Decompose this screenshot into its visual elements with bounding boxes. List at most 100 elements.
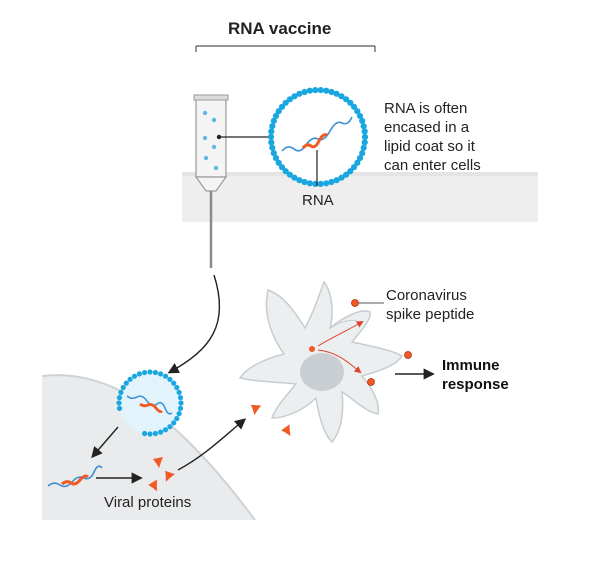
lipid-bead — [354, 159, 361, 166]
lipid-bead — [167, 376, 173, 382]
lipid-bead — [282, 168, 289, 175]
lipid-bead — [123, 380, 129, 386]
lipid-bead — [269, 123, 276, 130]
lipid-bead — [272, 155, 280, 162]
lipid-bead — [338, 174, 345, 181]
lipid-bead — [282, 99, 289, 106]
lipid-bead — [361, 128, 368, 135]
lipid-bead — [275, 159, 282, 166]
lipid-bead — [350, 103, 358, 110]
lipid-bead — [356, 112, 364, 119]
dendritic-cell — [238, 280, 404, 444]
lipid-bead — [343, 171, 350, 178]
lipid-bead — [120, 384, 126, 391]
lipid-bead — [296, 177, 303, 184]
lipid-bead — [116, 400, 122, 406]
immune-response-label: Immune response — [442, 357, 509, 393]
lipid-bead — [359, 150, 366, 157]
lipid-bead — [147, 369, 153, 375]
lipid-bead — [177, 395, 184, 401]
lipid-bead — [306, 87, 313, 94]
lipid-bead — [176, 389, 182, 395]
lipid-bead — [350, 164, 358, 171]
lipid-bead — [278, 103, 286, 110]
lipid-bead — [354, 108, 361, 115]
lipid-bead — [317, 87, 324, 94]
lipid-bead — [177, 405, 184, 411]
lipid-bead — [356, 155, 364, 162]
lipid-bead — [158, 371, 164, 377]
lipid-bead — [278, 164, 286, 171]
lipid-bead — [178, 400, 184, 406]
peptide-path-arrow-2 — [317, 349, 362, 374]
lipid-bead — [171, 380, 177, 386]
lipid-bead — [167, 424, 173, 430]
lipid-bead — [142, 430, 148, 437]
lipid-bead — [312, 87, 319, 94]
release-arrow — [91, 426, 119, 459]
free-proteins-icon — [250, 404, 291, 437]
lipid-bead — [162, 427, 169, 433]
title-bracket — [195, 45, 376, 52]
lipid-bead — [131, 373, 138, 379]
lipid-bead — [118, 389, 124, 395]
lipid-bead — [268, 128, 275, 135]
lipid-bead — [275, 108, 282, 115]
lipid-bead — [333, 177, 340, 184]
lipid-bead — [301, 178, 308, 186]
lipid-bead — [267, 133, 275, 141]
lipid-bead — [317, 180, 324, 187]
lipid-bead — [328, 178, 335, 186]
lipid-bead — [127, 376, 133, 382]
syringe-icon — [193, 94, 268, 268]
lipid-bead — [347, 99, 354, 106]
lipid-bead — [272, 112, 280, 119]
lipid-bead — [323, 180, 330, 187]
lipid-bead — [174, 384, 180, 391]
lipid-bead — [270, 117, 277, 124]
lipid-bead — [162, 373, 169, 379]
spike-peptide-markers — [351, 299, 412, 386]
lipid-bead — [343, 96, 350, 103]
lipid-bead — [116, 395, 123, 401]
lipid-bead — [323, 87, 330, 94]
lipid-bead — [361, 139, 368, 146]
lipid-bead — [291, 174, 298, 181]
spike-peptide-label: Coronavirus spike peptide — [386, 287, 475, 323]
injection-arrow — [167, 274, 221, 374]
lipid-bead — [306, 180, 313, 187]
lipid-bead — [296, 90, 303, 97]
lipid-bead — [360, 144, 367, 151]
viral-proteins-icon — [148, 457, 175, 492]
diagram-title: RNA vaccine — [228, 19, 332, 38]
uptake-arrow — [177, 418, 247, 471]
vaccine-panel — [182, 172, 538, 222]
coat-note-label: RNA is often encased in a lipid coat so … — [384, 100, 481, 174]
lipid-bead — [270, 150, 277, 157]
lipid-bead — [174, 415, 180, 422]
lipid-bead — [361, 133, 369, 141]
lipid-bead — [328, 88, 335, 96]
lipid-bead — [158, 429, 164, 435]
released-rna — [47, 465, 103, 488]
lipid-bead — [152, 430, 158, 437]
lipid-bead — [286, 96, 293, 103]
viral-proteins-label: Viral proteins — [104, 494, 192, 511]
lipid-bead — [171, 420, 177, 426]
lipid-bead — [136, 371, 142, 377]
lipid-bead — [142, 369, 148, 376]
lipid-bead — [269, 144, 276, 151]
lipid-bead — [291, 93, 298, 100]
lipid-bead — [359, 117, 366, 124]
lipid-nanoparticle-small — [116, 369, 184, 437]
lipid-bead — [147, 431, 153, 437]
lipid-bead — [152, 369, 158, 376]
lipid-bead — [116, 405, 123, 411]
lipid-bead — [333, 90, 340, 97]
lipid-bead — [360, 123, 367, 130]
lipid-bead — [301, 88, 308, 96]
lipid-nanoparticle-large — [267, 87, 369, 187]
lipid-bead — [347, 168, 354, 175]
peptide-path-arrow-1 — [317, 321, 364, 347]
